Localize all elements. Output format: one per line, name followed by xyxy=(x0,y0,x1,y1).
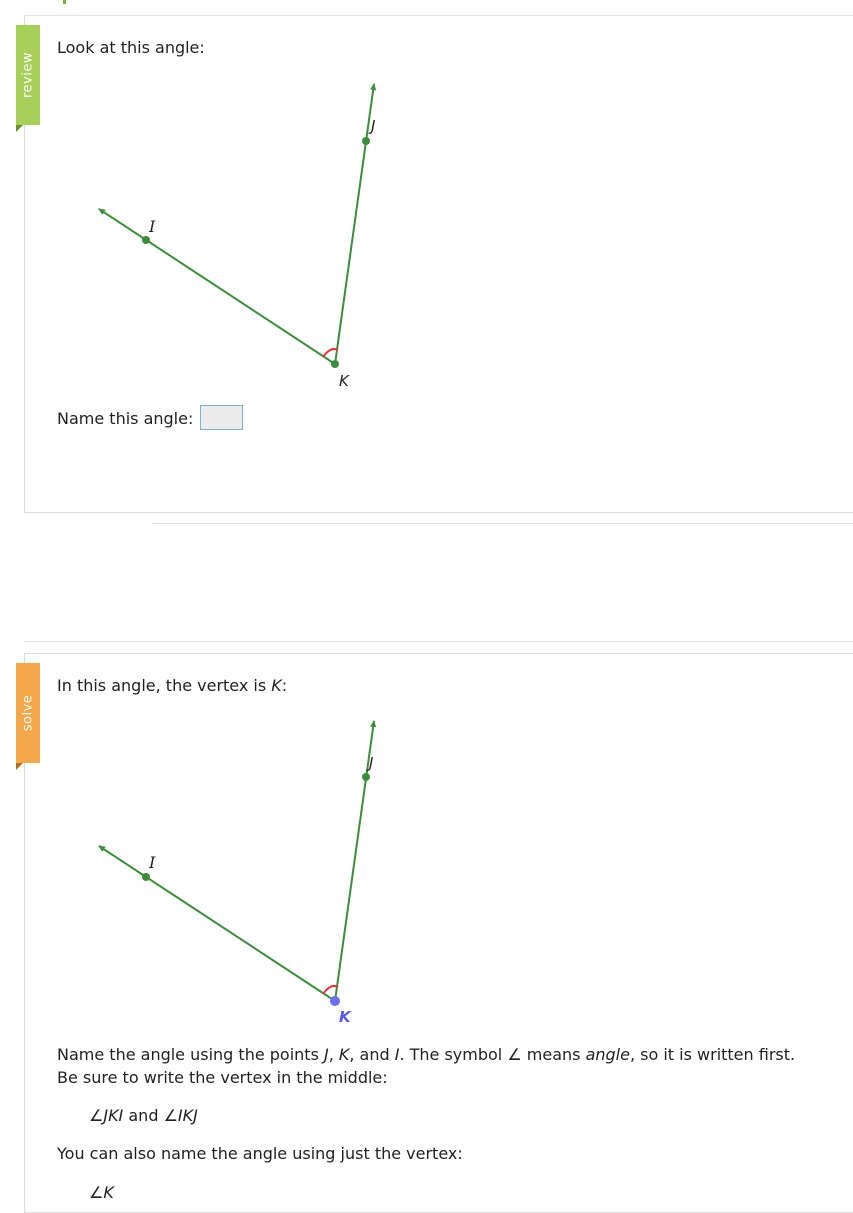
solve-ray-ki xyxy=(98,845,336,1002)
para1-text-2: , xyxy=(328,1045,339,1064)
solve-vertex-k-label: K xyxy=(339,1008,352,1026)
solve-point-j-dot xyxy=(362,773,370,781)
solve-paragraph-2: You can also name the angle using just t… xyxy=(57,1144,463,1163)
solve-angle-arc xyxy=(322,984,339,995)
point-i-dot xyxy=(142,236,150,244)
ray-ki xyxy=(98,208,336,365)
top-accent-mark xyxy=(63,0,66,4)
angle-names-and: and xyxy=(123,1106,164,1125)
review-panel-top-border xyxy=(24,15,853,16)
para1-text-1: Name the angle using the points xyxy=(57,1045,324,1064)
review-ribbon: review xyxy=(16,25,40,132)
para1-text-5: means xyxy=(521,1045,586,1064)
review-ribbon-fold xyxy=(16,125,23,132)
point-j-dot xyxy=(362,137,370,145)
solve-angle-figure: I J K xyxy=(98,720,377,1026)
angle-names: ∠JKI and ∠IKJ xyxy=(89,1104,198,1127)
point-k-dot xyxy=(331,360,339,368)
solve-ribbon: solve xyxy=(16,663,40,770)
solve-point-i-label: I xyxy=(148,853,156,872)
solve-paragraph-1-line-2: Be sure to write the vertex in the middl… xyxy=(57,1068,388,1087)
para1-angle-symbol: ∠ xyxy=(507,1045,522,1064)
review-prompt: Look at this angle: xyxy=(57,38,205,57)
solve-point-i-dot xyxy=(142,873,150,881)
para1-text-4: . The symbol xyxy=(399,1045,508,1064)
angle-name-jki: ∠JKI xyxy=(89,1106,124,1125)
para1-point-k: K xyxy=(338,1045,350,1064)
angle-name-ikj: ∠IKJ xyxy=(163,1106,198,1125)
para1-text-6: , so it is written first. xyxy=(629,1045,796,1064)
ray-kj xyxy=(334,83,377,365)
solve-ray-kj xyxy=(334,720,377,1002)
vertex-angle-name: ∠K xyxy=(89,1183,114,1202)
para1-emphasis-angle: angle xyxy=(585,1045,630,1064)
solve-intro-vertex: K xyxy=(271,676,282,695)
solve-paragraph-1: Name the angle using the points J, K, an… xyxy=(57,1043,795,1066)
solve-intro-colon: : xyxy=(281,676,288,695)
review-angle-figure: I J K xyxy=(98,83,377,390)
solve-ribbon-fold xyxy=(16,763,23,770)
solve-vertex-k-dot xyxy=(330,996,340,1006)
solve-intro: In this angle, the vertex is K: xyxy=(57,674,287,697)
solve-intro-text: In this angle, the vertex is xyxy=(57,676,272,695)
para1-point-j: J xyxy=(323,1045,329,1064)
point-i-label: I xyxy=(148,217,156,236)
solve-point-j-label: J xyxy=(366,754,373,772)
answer-label: Name this angle: xyxy=(57,409,194,428)
angle-arc xyxy=(322,347,339,358)
angle-answer-input[interactable] xyxy=(200,405,243,430)
point-k-label: K xyxy=(339,372,350,390)
para1-text-3: , and xyxy=(349,1045,395,1064)
point-j-label: J xyxy=(368,117,375,135)
section-divider-upper xyxy=(153,523,853,524)
section-divider-lower xyxy=(24,641,853,642)
para1-point-i: I xyxy=(394,1045,400,1064)
